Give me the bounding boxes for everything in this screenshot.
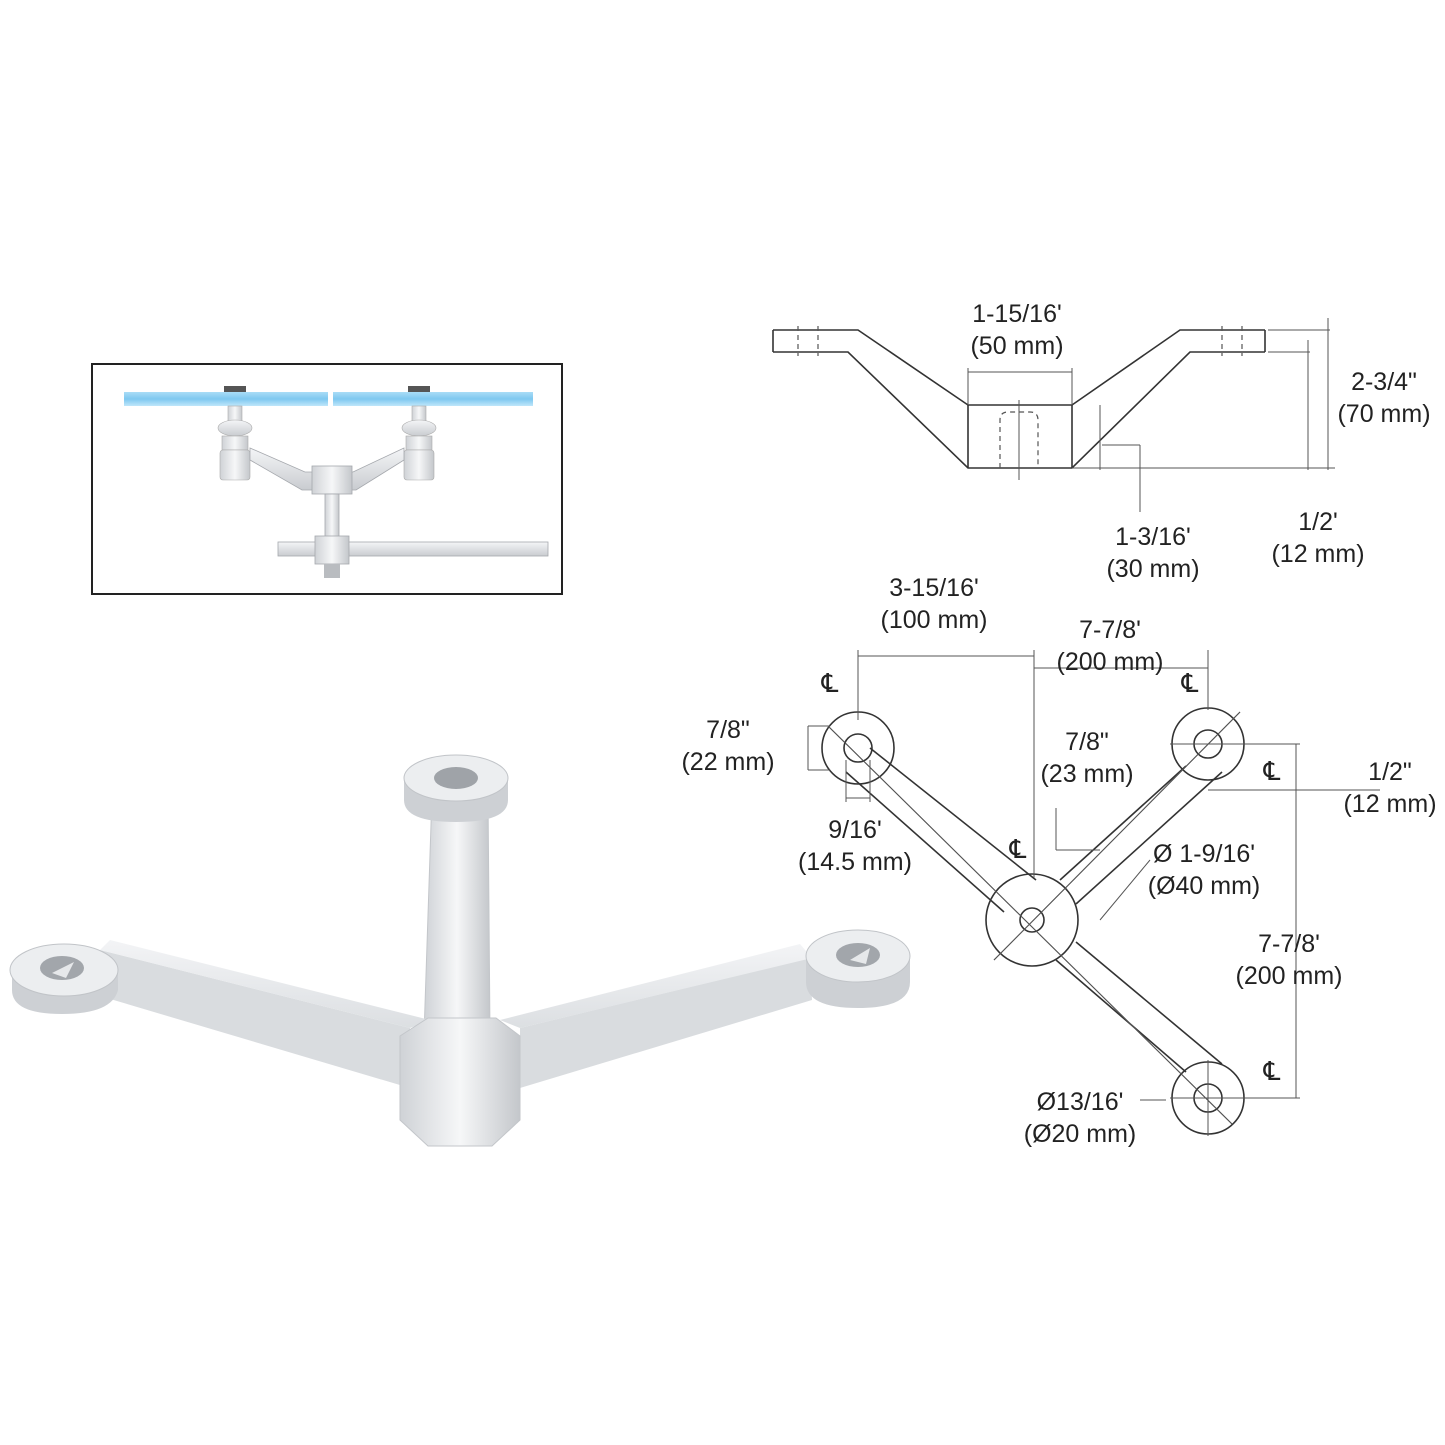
dim-arm-width-metric: (23 mm): [1040, 760, 1133, 788]
dim-hole-spacing-top-imperial: 7-7/8': [1079, 616, 1141, 644]
installed-view-inset: [91, 363, 563, 595]
dim-hub-diameter-imperial: Ø 1-9/16': [1153, 840, 1255, 868]
dim-center-offset-imperial: 3-15/16': [889, 574, 979, 602]
dim-width-top-imperial: 1-15/16': [972, 300, 1062, 328]
fitting-cap-left: [224, 386, 246, 392]
dim-center-offset-metric: (100 mm): [881, 606, 988, 634]
dim-pad-diameter-left-metric: (22 mm): [681, 748, 774, 776]
centerline-symbol-right: ℄: [1263, 757, 1281, 787]
dim-hole-size-imperial: 9/16': [828, 816, 881, 844]
spider-fitting-render: [9, 754, 911, 1147]
dim-hub-height-imperial: 1-3/16': [1115, 523, 1191, 551]
plan-pad-left: [821, 711, 895, 785]
glass-panel-right: [333, 392, 533, 406]
dim-pad-diameter-imperial: Ø13/16': [1037, 1088, 1124, 1116]
centerline-symbol-top-right: ℄: [1181, 669, 1199, 699]
dim-right-offset-metric: (12 mm): [1343, 790, 1436, 818]
dim-hub-diameter-metric: (Ø40 mm): [1148, 872, 1261, 900]
dim-right-offset-imperial: 1/2": [1368, 758, 1412, 786]
fitting-cap-right: [408, 386, 430, 392]
plan-hub: [985, 873, 1079, 967]
dim-hole-size-metric: (14.5 mm): [798, 848, 912, 876]
dim-arm-thickness-metric: (12 mm): [1271, 540, 1364, 568]
dim-arm-width-imperial: 7/8": [1065, 728, 1109, 756]
dim-pad-diameter-left-imperial: 7/8": [706, 716, 750, 744]
centerline-symbol-bottom: ℄: [1263, 1057, 1281, 1087]
plan-view: ℄ ℄ ℄ ℄ ℄ 3-15/16' (100 mm) 7-7/8' (200 …: [681, 574, 1436, 1148]
centerline-symbol-hub: ℄: [1009, 835, 1027, 865]
dim-height-imperial: 2-3/4": [1351, 368, 1417, 396]
side-elevation-view: 1-15/16' (50 mm) 2-3/4" (70 mm) 1-3/16' …: [772, 300, 1431, 583]
centerline-symbol-left: ℄: [821, 669, 839, 699]
dim-hole-spacing-vertical-metric: (200 mm): [1236, 962, 1343, 990]
dim-hole-spacing-vertical-imperial: 7-7/8': [1258, 930, 1320, 958]
dim-pad-diameter-metric: (Ø20 mm): [1024, 1120, 1137, 1148]
dim-hub-height-metric: (30 mm): [1106, 555, 1199, 583]
glass-panel-left: [124, 392, 328, 406]
dim-arm-thickness-imperial: 1/2': [1298, 508, 1338, 536]
dim-width-top-metric: (50 mm): [970, 332, 1063, 360]
dim-hole-spacing-top-metric: (200 mm): [1057, 648, 1164, 676]
render-hub: [399, 1017, 521, 1147]
dim-height-metric: (70 mm): [1337, 400, 1430, 428]
